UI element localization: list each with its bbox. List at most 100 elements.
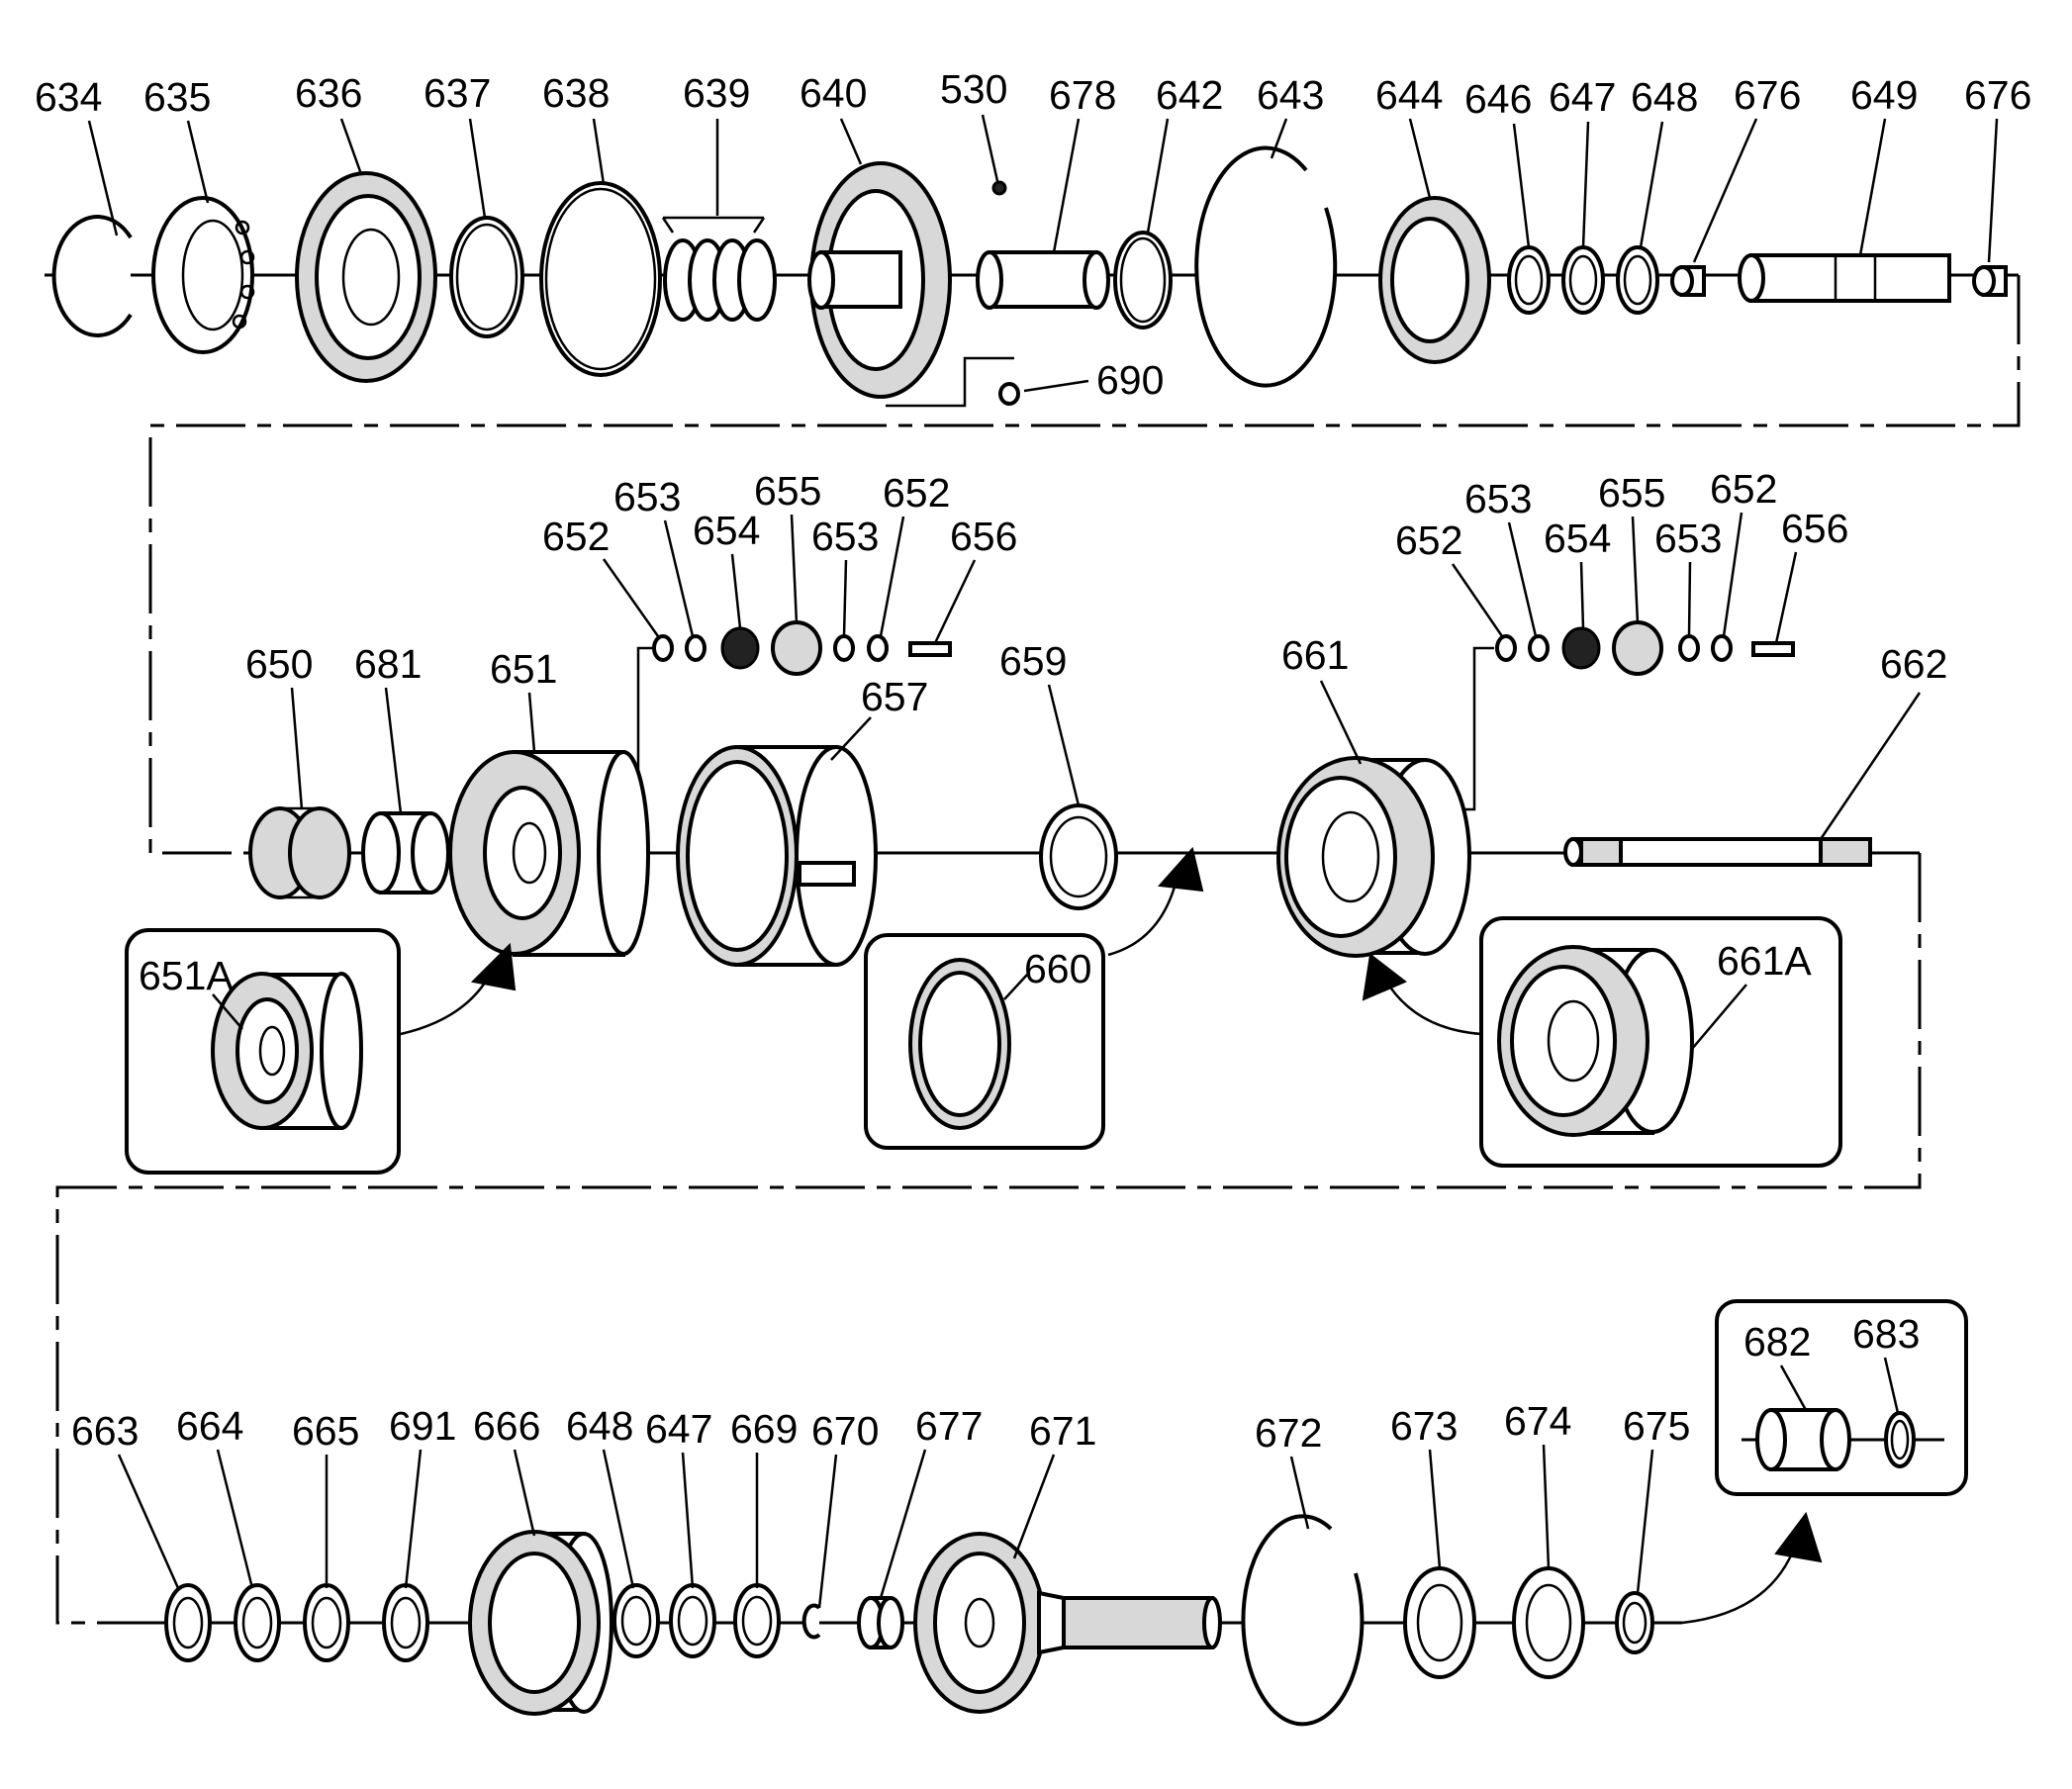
inset-660	[864, 933, 1105, 1150]
label-651A: 651A	[139, 953, 234, 998]
label-666: 666	[473, 1403, 540, 1449]
part-643-snap-ring	[1194, 145, 1338, 388]
label-636: 636	[295, 70, 362, 116]
label-647-row3: 647	[645, 1406, 712, 1452]
part-636-pump-body	[295, 171, 437, 383]
label-654-c: 654	[1544, 516, 1611, 561]
part-650-gear	[248, 806, 351, 899]
label-652-b: 652	[883, 470, 950, 516]
pinion-parts-left	[652, 620, 952, 676]
part-674-plate	[1512, 1566, 1585, 1679]
label-683: 683	[1852, 1311, 1920, 1357]
label-652-a: 652	[542, 514, 610, 559]
label-681: 681	[354, 641, 422, 687]
part-664-bearing	[234, 1583, 281, 1662]
arrow-660-to-659	[1107, 846, 1204, 957]
part-638-seal-ring	[539, 181, 662, 377]
label-678: 678	[1049, 72, 1116, 118]
arrow-to-inset-682	[1681, 1511, 1823, 1625]
label-662: 662	[1880, 641, 1947, 687]
label-530: 530	[940, 66, 1007, 112]
label-648-row3: 648	[566, 1403, 633, 1449]
label-672: 672	[1255, 1410, 1322, 1456]
label-663: 663	[71, 1408, 139, 1454]
label-646: 646	[1464, 76, 1532, 122]
row-3-labels: 663 664 665 691 666 648 647 669 670 677 …	[71, 1311, 1920, 1609]
label-674: 674	[1504, 1398, 1571, 1444]
part-662-shaft	[1563, 837, 1872, 867]
row-2-labels: 650 681 651 652 653 654 655 653 652 656 …	[139, 466, 1947, 1050]
label-643: 643	[1257, 72, 1324, 118]
part-640-pump-cover	[807, 161, 952, 399]
label-660: 660	[1024, 946, 1091, 991]
label-656-a: 656	[950, 514, 1017, 559]
label-637: 637	[424, 70, 491, 116]
label-691: 691	[389, 1403, 456, 1449]
part-648-washer-row3	[612, 1583, 660, 1658]
part-659-thrust-ring	[1039, 803, 1118, 910]
label-676-b: 676	[1964, 72, 2031, 118]
label-635: 635	[143, 74, 211, 120]
part-681-bushing	[361, 811, 450, 894]
part-642-ring	[1113, 231, 1173, 330]
part-637-seal-ring	[449, 216, 524, 338]
label-644: 644	[1375, 72, 1443, 118]
part-677-bushing	[857, 1596, 904, 1649]
row-1-labels: 634 635 636 637 638 639 640 530 678 642 …	[35, 66, 2031, 403]
part-649-shaft	[1738, 253, 1951, 303]
part-635-bearing-plate	[151, 196, 255, 354]
label-647: 647	[1549, 74, 1616, 120]
label-653-b: 653	[811, 514, 879, 559]
label-665: 665	[292, 1408, 359, 1454]
part-690-plug	[886, 356, 1089, 408]
part-691-washer	[382, 1583, 429, 1662]
label-664: 664	[176, 1403, 243, 1449]
part-646-washer	[1507, 245, 1551, 315]
label-670: 670	[811, 1408, 879, 1454]
part-644-drum	[1378, 196, 1491, 364]
label-653-a: 653	[613, 474, 681, 519]
part-675-washer	[1615, 1591, 1654, 1654]
label-656-c: 656	[1781, 506, 1848, 551]
inset-661A	[1362, 916, 1842, 1168]
label-642: 642	[1156, 72, 1223, 118]
label-640: 640	[800, 70, 867, 116]
part-657-drum	[676, 745, 878, 967]
label-677: 677	[915, 1403, 983, 1449]
part-678-sleeve	[976, 250, 1110, 310]
label-675: 675	[1623, 1403, 1690, 1449]
label-671: 671	[1029, 1408, 1096, 1454]
label-651: 651	[490, 646, 557, 692]
part-651-carrier	[448, 750, 650, 957]
label-655-a: 655	[754, 468, 821, 514]
part-670-clip	[801, 1603, 821, 1640]
label-654-a: 654	[693, 508, 760, 553]
part-676-bushing-right	[1972, 265, 2008, 297]
part-673-plate	[1403, 1566, 1476, 1679]
part-663-washer	[164, 1583, 212, 1662]
label-661A: 661A	[1717, 938, 1812, 984]
part-648-washer	[1616, 245, 1659, 315]
label-649: 649	[1850, 72, 1918, 118]
label-655-c: 655	[1598, 470, 1665, 516]
label-661: 661	[1281, 632, 1349, 678]
part-669-washer	[733, 1583, 781, 1658]
part-647-bearing-row3	[669, 1583, 716, 1658]
label-676-a: 676	[1734, 72, 1801, 118]
label-650: 650	[245, 641, 313, 687]
label-669: 669	[730, 1406, 798, 1452]
label-659: 659	[999, 638, 1067, 684]
label-682: 682	[1743, 1319, 1811, 1365]
part-639-springs	[661, 216, 777, 322]
label-657: 657	[861, 674, 928, 719]
label-652-c: 652	[1395, 518, 1462, 563]
inset-651A	[125, 928, 517, 1175]
label-653-d: 653	[1654, 516, 1722, 561]
label-690: 690	[1096, 357, 1164, 403]
label-634: 634	[35, 74, 102, 120]
label-673: 673	[1390, 1403, 1458, 1449]
label-638: 638	[542, 70, 610, 116]
label-653-c: 653	[1464, 476, 1532, 521]
part-676-bushing-left	[1670, 265, 1706, 297]
